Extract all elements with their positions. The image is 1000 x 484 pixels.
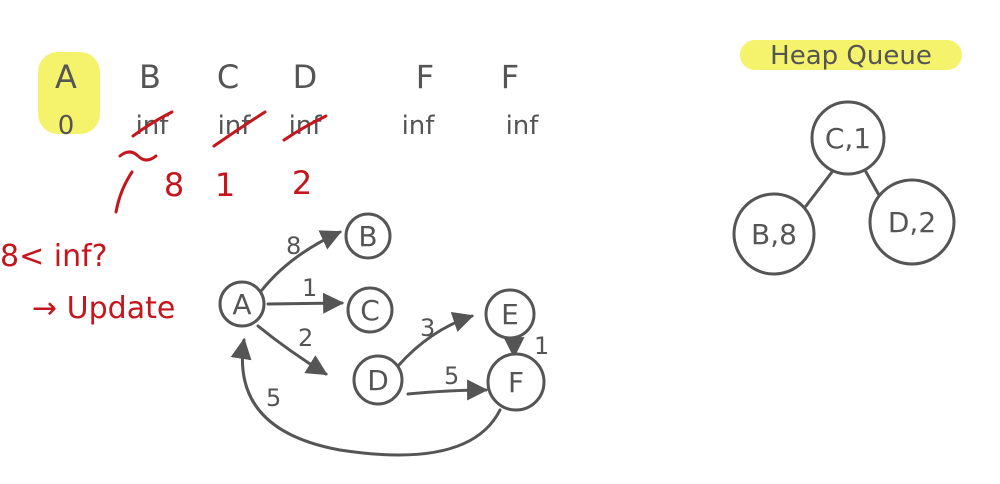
node-b-circle (344, 212, 392, 260)
graph-edges (230, 230, 525, 457)
header-a: A (55, 58, 77, 96)
node-a-circle (218, 280, 266, 328)
weight-e-f: 1 (534, 332, 549, 360)
annotation-strokes (114, 150, 158, 214)
node-d-circle (352, 354, 404, 406)
edge-d-e (396, 312, 474, 368)
initial-e: inf (402, 111, 436, 141)
initial-f: inf (506, 111, 540, 141)
heap-left: B,8 (751, 218, 797, 251)
heap-root-circle (810, 100, 886, 176)
heap-root: C,1 (825, 122, 871, 155)
node-e-circle (484, 288, 536, 340)
header-b: B (139, 58, 161, 96)
strike-c (212, 110, 267, 148)
heap-right: D,2 (888, 206, 936, 239)
table-headers: A B C D F F (55, 58, 519, 96)
heap-title: Heap Queue (770, 41, 932, 71)
heap-nodes (732, 100, 956, 276)
updated-c: 1 (215, 166, 235, 204)
weight-f-a: 5 (266, 384, 281, 412)
annotation-question: 8< inf? (0, 239, 108, 274)
updated-d: 2 (292, 164, 312, 202)
edge-f-a (230, 337, 502, 457)
header-f: F (501, 58, 519, 96)
heap-title-highlight (740, 40, 962, 70)
edge-d-f (406, 379, 489, 401)
annotation-tilde (118, 150, 158, 162)
heap-node-labels: C,1 B,8 D,2 (751, 122, 936, 251)
node-c-circle (346, 286, 394, 334)
heap-right-circle (868, 178, 956, 266)
node-e: E (501, 298, 519, 331)
initial-a: 0 (58, 111, 75, 141)
weight-d-f: 5 (444, 362, 459, 390)
edge-a-d (256, 324, 328, 376)
heap-left-circle (732, 192, 816, 276)
edge-a-b (260, 230, 342, 292)
updated-distances: 8 1 2 (164, 164, 312, 204)
annotation-pointer (114, 170, 134, 214)
edge-a-c (266, 292, 345, 314)
weight-a-c: 1 (302, 274, 317, 302)
initial-distances: 0 inf inf inf inf inf (58, 111, 540, 141)
header-c: C (217, 58, 239, 96)
header-e: F (416, 58, 434, 96)
header-d: D (293, 58, 318, 96)
node-b: B (358, 220, 377, 253)
heap-edges (804, 170, 886, 208)
strike-marks (131, 110, 328, 148)
weight-a-b: 8 (286, 232, 301, 260)
node-f-circle (486, 352, 546, 412)
edge-weights: 8 1 2 3 5 1 5 (266, 232, 549, 412)
strike-b (131, 110, 174, 138)
heap-edge-left (804, 170, 834, 208)
strike-d (282, 114, 328, 142)
weight-a-d: 2 (298, 324, 313, 352)
node-c: C (360, 294, 380, 327)
node-a: A (232, 288, 251, 321)
weight-d-e: 3 (420, 314, 435, 342)
annotation-action: → Update (32, 291, 175, 326)
graph-nodes (218, 212, 546, 412)
graph-node-labels: A B C D E F (232, 220, 524, 399)
updated-b: 8 (164, 166, 184, 204)
node-d: D (367, 364, 389, 397)
highlight-column-a (38, 52, 100, 134)
node-f: F (508, 366, 524, 399)
